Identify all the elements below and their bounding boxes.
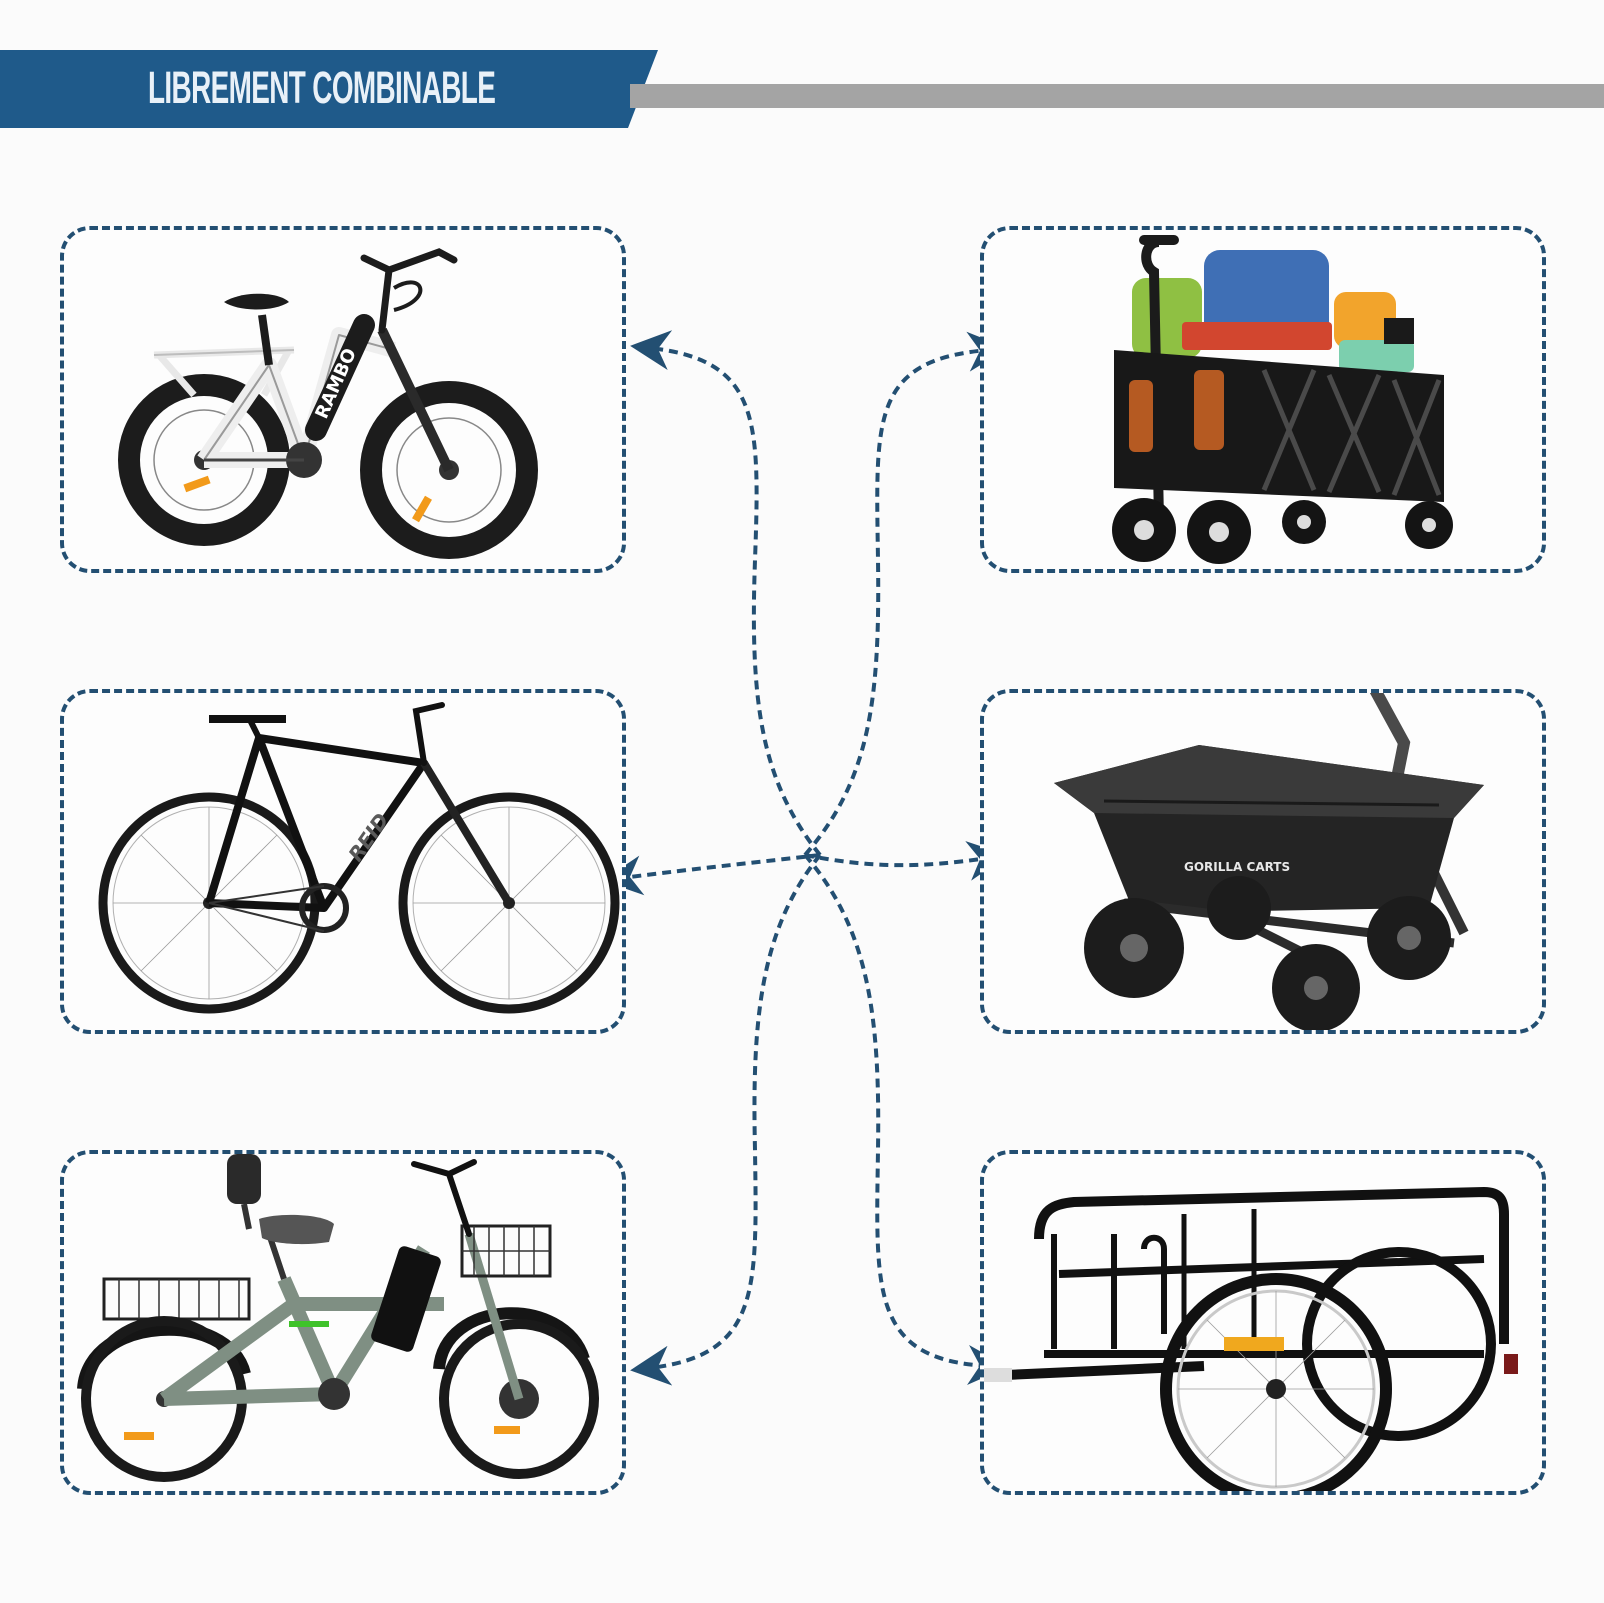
card-folding-wagon[interactable] [980,226,1546,573]
bike-trailer-image [983,1186,1518,1505]
page-title: LIBREMENT COMBINABLE [148,62,496,113]
ebike-image: RAMBO [118,248,538,559]
header-banner [0,50,658,128]
arrow-to-ebike [630,330,822,857]
arrow-to-wagon [803,331,1008,857]
card-gorilla-cart[interactable]: GORILLA CARTS [980,685,1546,1034]
header-rule [630,84,1604,108]
card-trike[interactable] [60,1150,626,1495]
card-mountain-bike[interactable]: REID [60,689,626,1034]
arrow-to-bike-trailer [803,853,1008,1385]
arrow-to-mountain-bike [602,853,821,896]
gorilla-cart-logo: GORILLA CARTS [1184,860,1290,874]
trike-image [77,1154,599,1482]
mountain-bike-image: REID [98,702,620,1014]
gorilla-cart-image: GORILLA CARTS [1054,685,1484,1032]
arrow-to-gorilla-cart [804,841,1008,881]
card-bike-trailer[interactable] [980,1150,1546,1505]
arrow-to-trike [630,853,822,1386]
card-ebike[interactable]: RAMBO [60,226,626,573]
mountain-bike-frame-logo: REID [343,809,393,866]
folding-wagon-image [1112,235,1453,564]
